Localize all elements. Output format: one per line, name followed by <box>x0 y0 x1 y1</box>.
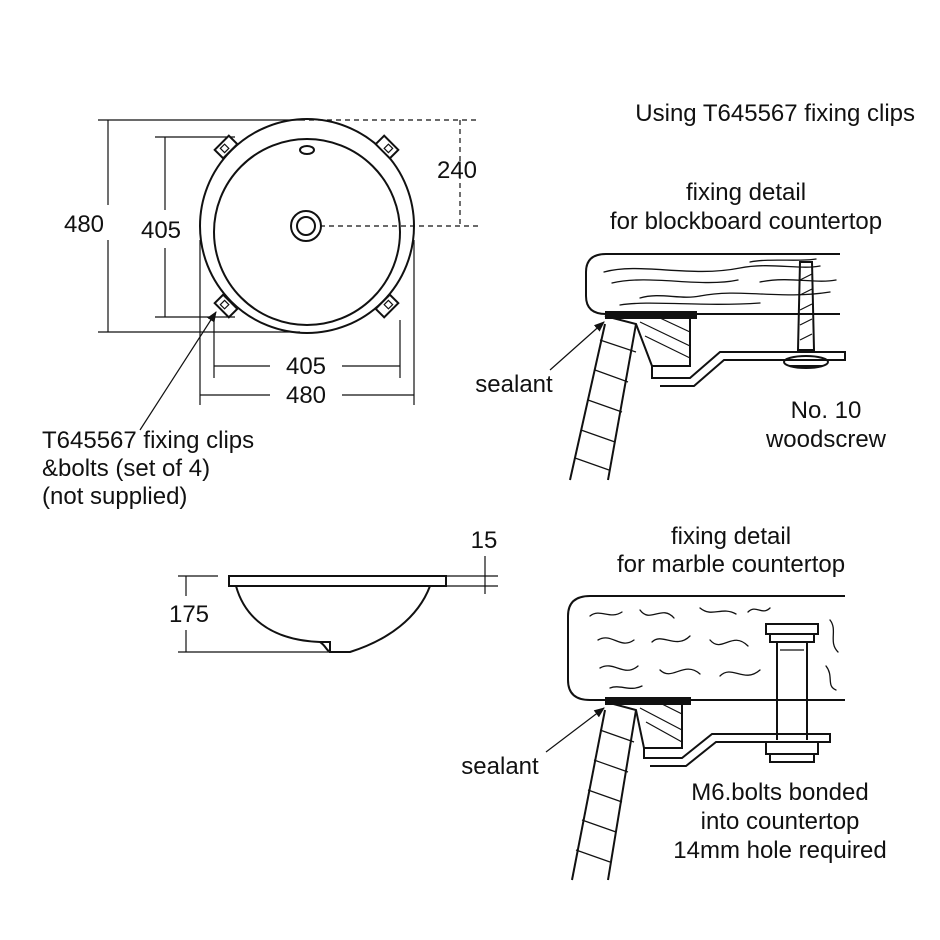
marble-countertop <box>567 595 845 701</box>
bolt-label-line3: 14mm hole required <box>673 837 886 864</box>
blockboard-countertop <box>585 253 840 315</box>
dim-width-outer: 480 <box>286 382 326 409</box>
dim-depth: 175 <box>169 601 209 628</box>
blockboard-sealant-label: sealant <box>475 371 553 398</box>
marble-sealant-label: sealant <box>461 753 539 780</box>
woodscrew <box>796 261 816 351</box>
clips-note-line3: (not supplied) <box>42 483 187 510</box>
fixing-clip-bottom-right <box>374 293 400 319</box>
marble-detail: fixing detail for marble countertop <box>461 523 887 881</box>
dim-rim: 15 <box>471 527 498 554</box>
clips-note-line2: &bolts (set of 4) <box>42 455 210 482</box>
m6-bolt <box>765 623 819 635</box>
marble-title-line2: for marble countertop <box>617 551 845 578</box>
blockboard-title-line1: fixing detail <box>686 179 806 206</box>
plan-view: 480 405 240 405 480 <box>64 118 478 409</box>
blockboard-detail: fixing detail for blockboard countertop <box>475 179 887 481</box>
fixing-clip-bottom-left <box>213 293 239 319</box>
header-title: Using T645567 fixing clips <box>635 100 915 127</box>
woodscrew-label-line1: No. 10 <box>791 397 862 424</box>
fixing-clip-top-left <box>213 134 239 160</box>
woodscrew-label-line2: woodscrew <box>765 426 887 453</box>
waste-outlet <box>290 210 322 242</box>
basin-inner-bowl <box>213 138 401 326</box>
blockboard-title-line2: for blockboard countertop <box>610 208 882 235</box>
side-view: 175 15 <box>169 527 498 653</box>
basin-outer-rim <box>199 118 415 334</box>
fixing-clip-top-right <box>374 134 400 160</box>
dim-height-inner: 405 <box>141 217 181 244</box>
bolt-label-line1: M6.bolts bonded <box>691 779 868 806</box>
clips-callout: T645567 fixing clips &bolts (set of 4) (… <box>42 311 254 510</box>
dim-waste-offset: 240 <box>437 157 477 184</box>
dim-height-outer: 480 <box>64 211 104 238</box>
clips-note-line1: T645567 fixing clips <box>42 427 254 454</box>
dim-width-inner: 405 <box>286 353 326 380</box>
marble-title-line1: fixing detail <box>671 523 791 550</box>
bolt-label-line2: into countertop <box>701 808 860 835</box>
